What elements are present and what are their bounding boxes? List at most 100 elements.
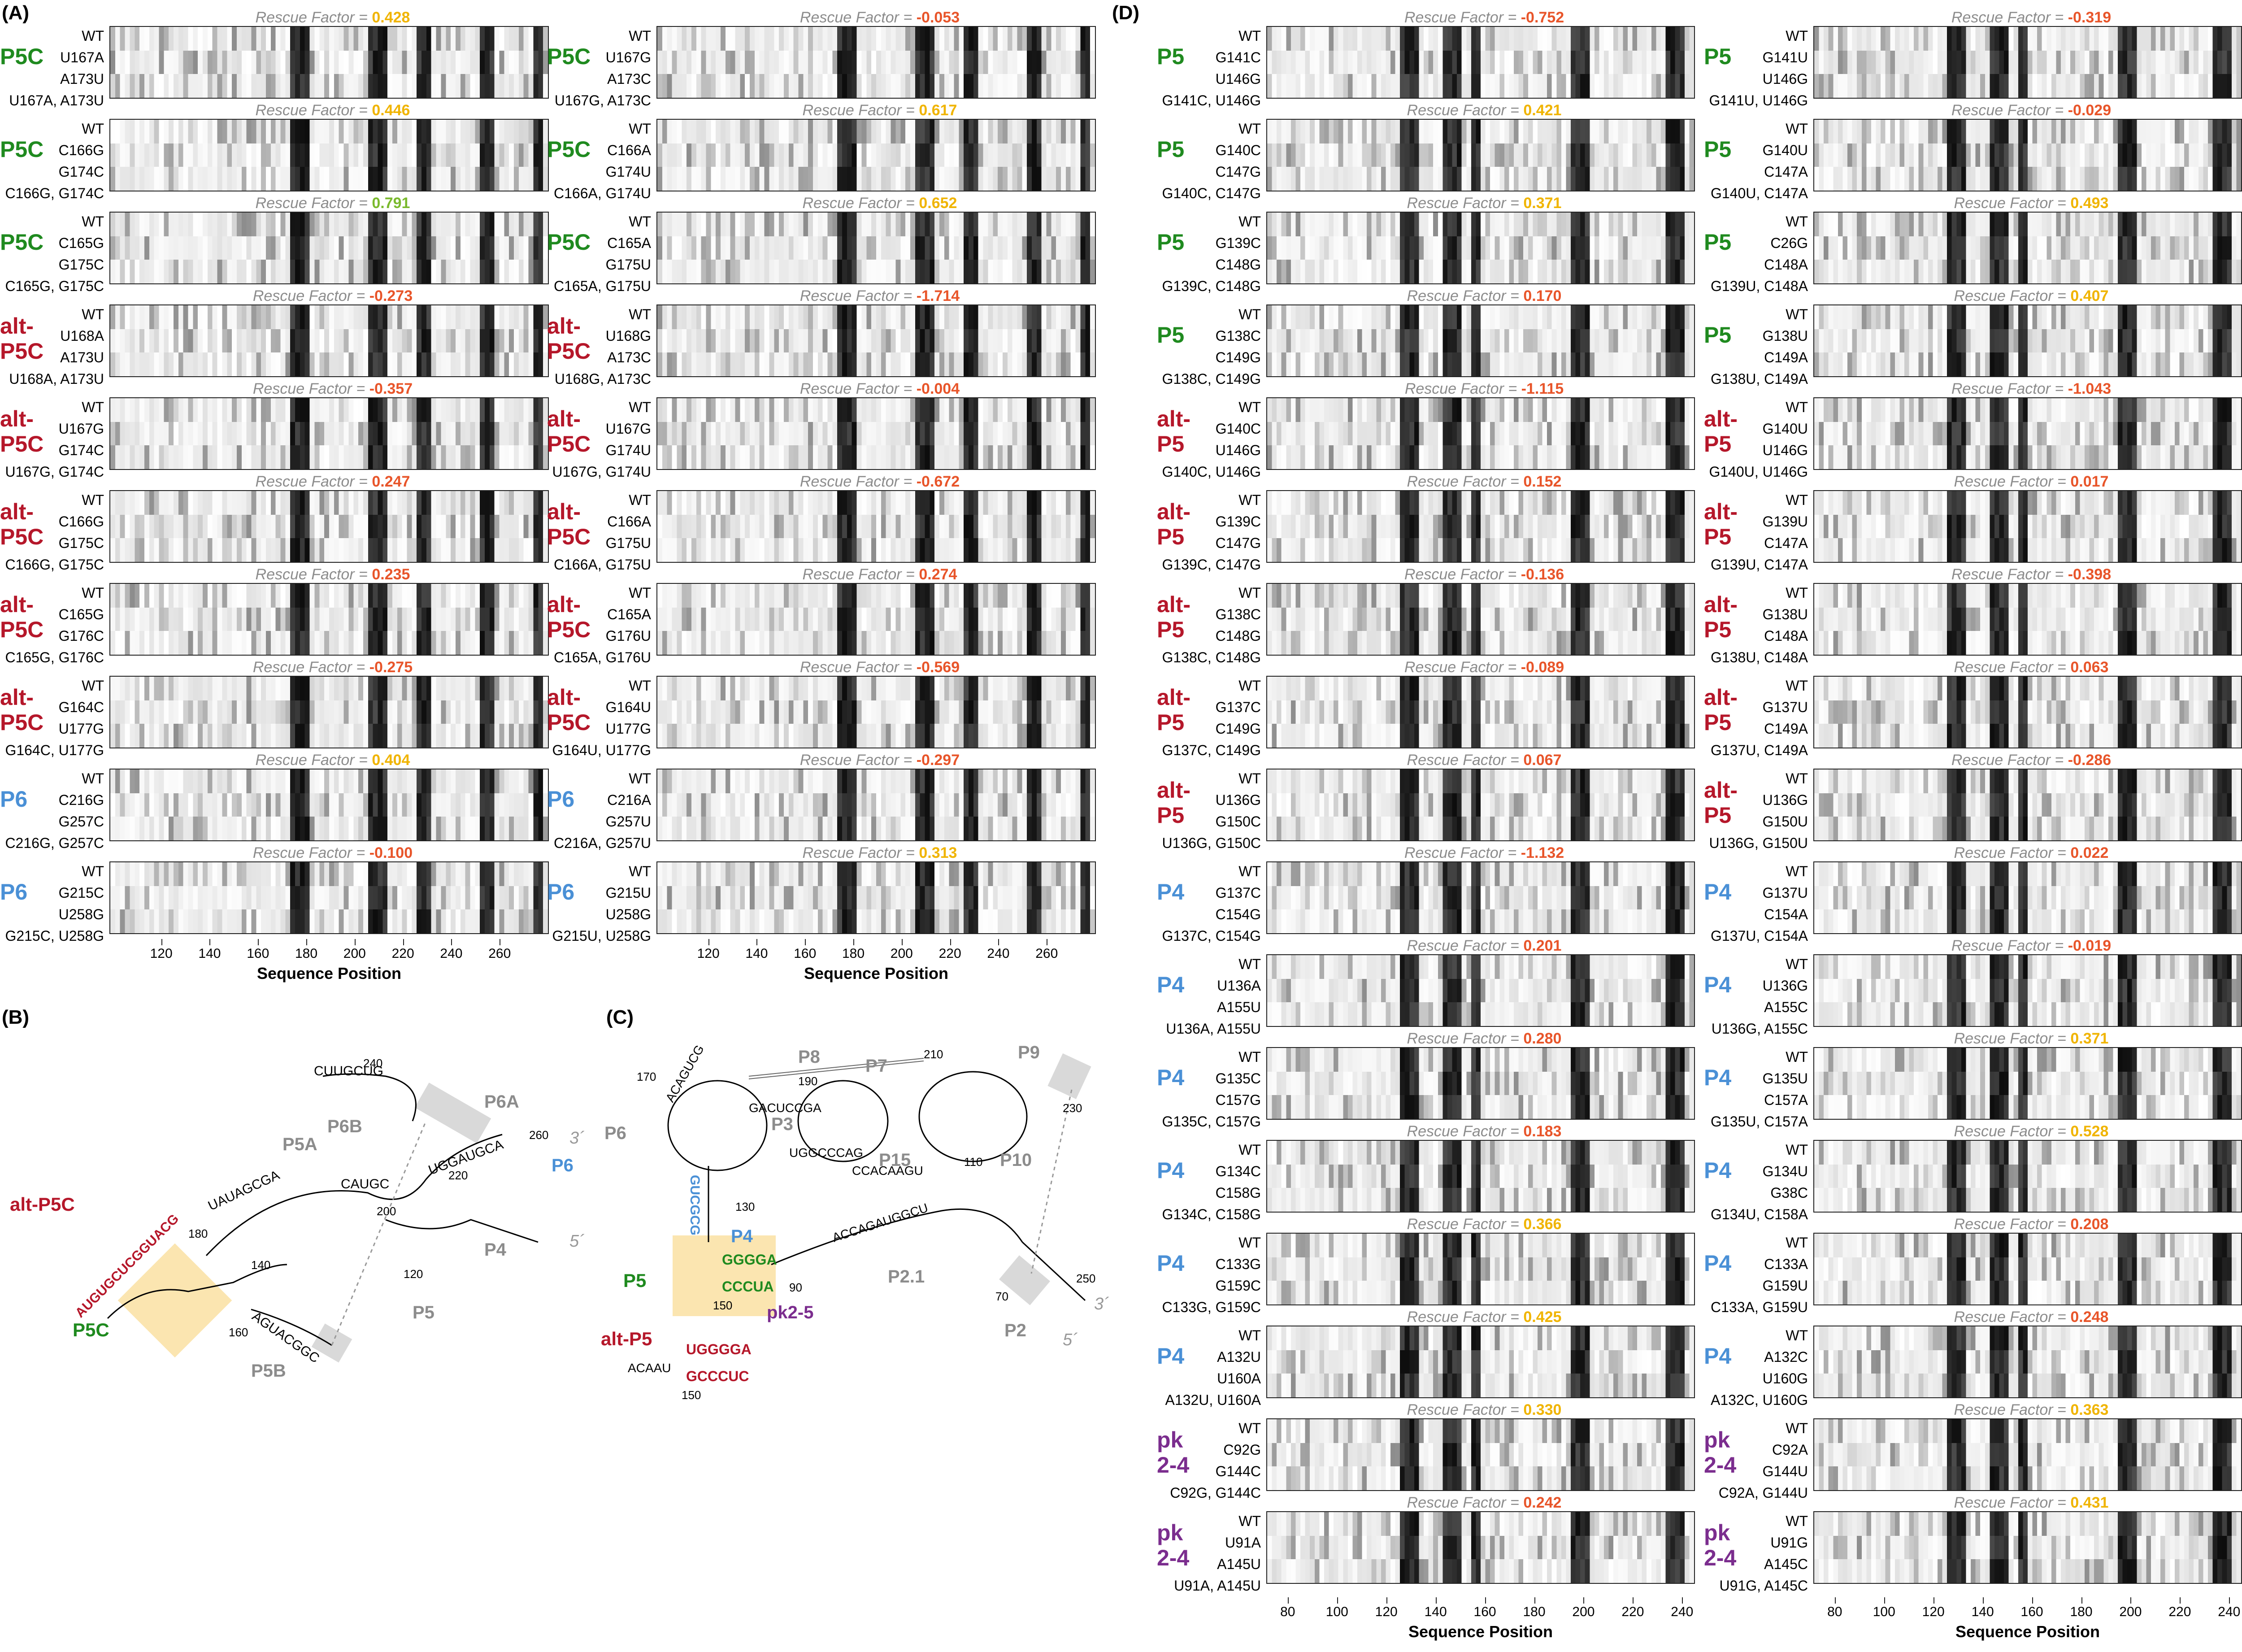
heatmap-row (1814, 445, 2241, 469)
helix-group-line: P4 (1157, 1343, 1185, 1369)
rescue-factor-label: Rescue Factor = 0.617 (664, 102, 1096, 119)
heatmap-row (1267, 50, 1694, 75)
reactivity-heatmap (109, 304, 549, 377)
axis-tick-label: 180 (1523, 1604, 1546, 1619)
wt-label: WT (1238, 585, 1261, 601)
axis-tick-label: 180 (2070, 1604, 2093, 1619)
rescue-factor-label: Rescue Factor = -0.398 (1821, 566, 2242, 583)
axis-tick-label: 240 (440, 946, 463, 961)
mutant-label: C133G (1215, 1256, 1261, 1272)
rescue-factor-text: Rescue Factor = (1951, 752, 2068, 769)
axis-tick-label: 140 (198, 946, 221, 961)
heatmap-row (1814, 817, 2241, 840)
rescue-factor-value: 0.446 (372, 102, 410, 119)
mutant-label: G137C, C154G (1162, 928, 1261, 944)
heatmap-row (1814, 886, 2241, 910)
mutant-label: C165A (607, 606, 651, 622)
mutant-label: G164U (605, 699, 651, 715)
wt-label: WT (82, 678, 104, 694)
helix-group-line: P5C (0, 524, 44, 549)
heatmap-row (1267, 1234, 1694, 1258)
reactivity-heatmap (1813, 1418, 2242, 1491)
heatmap-row (1814, 143, 2241, 168)
heatmap-row (1267, 1281, 1694, 1304)
rna-diagram-c: ACAGUCG GACUCCGA UGGCCCAG CCACAAGU ACCAG… (601, 1043, 1109, 1402)
axis-tick-label: 120 (1375, 1604, 1398, 1619)
helix-group-label: P5 (1704, 137, 1731, 162)
axis-tick-label: 140 (745, 946, 768, 961)
heatmap-row (657, 143, 1095, 168)
mutant-label: G140U (1762, 142, 1808, 158)
heatmap-row (657, 677, 1095, 701)
mutant-label: G215C (58, 885, 104, 901)
helix-group-label: alt-P5 (1704, 778, 1738, 828)
wt-label: WT (1238, 1420, 1261, 1436)
rescue-factor-text: Rescue Factor = (1951, 566, 2068, 583)
rescue-factor-label: Rescue Factor = -0.089 (1273, 659, 1695, 676)
c-strand-s2: GACUCCGA (749, 1101, 821, 1115)
mutant-label: G139C, C147G (1162, 556, 1261, 573)
rescue-factor-text: Rescue Factor = (1407, 1030, 1524, 1047)
wt-label: WT (1786, 1420, 1808, 1436)
mutant-label: A132U (1217, 1349, 1261, 1365)
helix-group-label: P5 (1704, 230, 1731, 255)
mutant-label: G140C (1215, 142, 1261, 158)
helix-group-line: P5C (547, 339, 591, 364)
rescue-factor-text: Rescue Factor = (1404, 9, 1521, 26)
axis-tick-label: 140 (1971, 1604, 1994, 1619)
heatmap-row (657, 538, 1095, 562)
reactivity-heatmap (656, 676, 1096, 748)
rescue-factor-value: 0.407 (2070, 287, 2109, 304)
axis-tick-label: 160 (1473, 1604, 1496, 1619)
reactivity-heatmap (1813, 1047, 2242, 1120)
c-loop-left (667, 1080, 768, 1171)
wt-label: WT (1238, 213, 1261, 230)
b-num-160: 160 (229, 1326, 248, 1339)
axis-tick-label: 180 (295, 946, 318, 961)
heatmap-row (110, 167, 548, 191)
rescue-factor-label: Rescue Factor = -0.286 (1821, 752, 2242, 769)
axis-tick (1534, 1597, 1535, 1604)
heatmap-row (657, 631, 1095, 655)
b-num-140: 140 (251, 1258, 270, 1272)
rescue-factor-text: Rescue Factor = (1407, 752, 1524, 769)
reactivity-heatmap (1813, 1511, 2242, 1584)
mutant-label: C147A (1764, 164, 1808, 180)
rescue-factor-value: 0.235 (372, 566, 410, 583)
c-loop-mid (797, 1080, 889, 1162)
helix-group-line: alt- (1157, 592, 1191, 617)
rescue-factor-value: -0.569 (916, 659, 960, 676)
mutant-label: G140C, U146G (1162, 464, 1261, 480)
rescue-factor-label: Rescue Factor = -1.132 (1273, 844, 1695, 862)
heatmap-row (1814, 422, 2241, 446)
rescue-factor-value: 0.170 (1523, 287, 1562, 304)
heatmap-row (657, 607, 1095, 632)
c-end-3: 3´ (1094, 1295, 1109, 1313)
wt-label: WT (1786, 306, 1808, 322)
helix-group-label: P4 (1704, 972, 1731, 997)
reactivity-heatmap (1813, 490, 2242, 563)
wt-label: WT (82, 121, 104, 137)
heatmap-row (110, 700, 548, 725)
axis-tick (708, 939, 709, 945)
rescue-factor-label: Rescue Factor = -1.043 (1821, 380, 2242, 398)
helix-group-label: P5C (547, 44, 591, 69)
helix-group-line: 2-4 (1157, 1452, 1190, 1478)
rescue-factor-value: -0.357 (369, 380, 413, 397)
helix-group-line: P5 (1157, 431, 1185, 456)
heatmap-row (110, 584, 548, 608)
c-num-90: 90 (789, 1281, 802, 1294)
mutant-label: C165A, G176U (553, 649, 651, 665)
c-num-130: 130 (735, 1200, 755, 1213)
